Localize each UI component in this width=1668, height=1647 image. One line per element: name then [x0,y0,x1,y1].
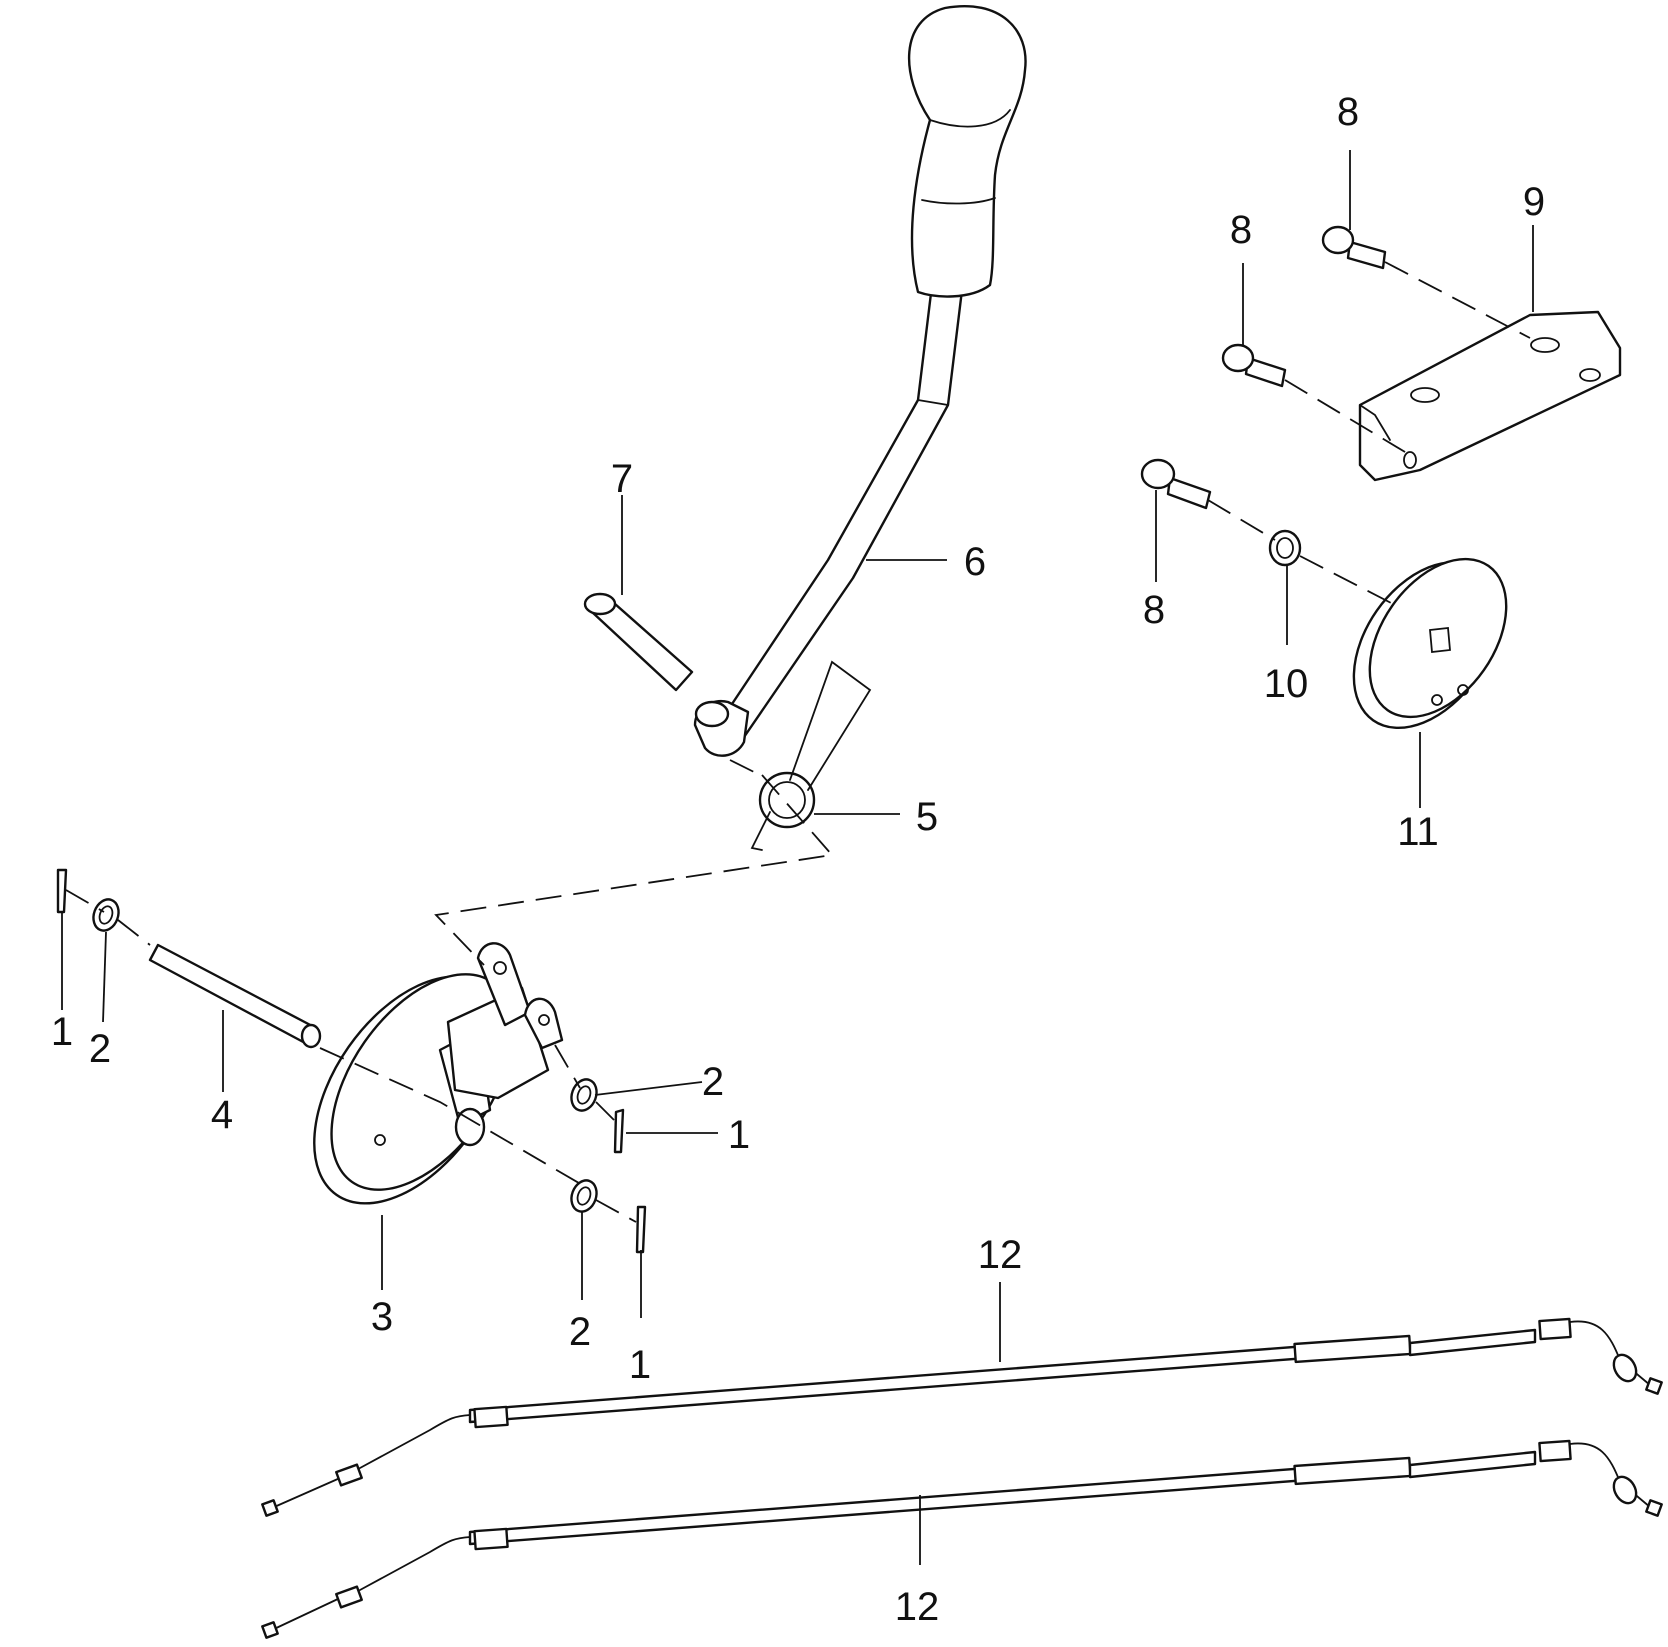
bolt-upper [1321,225,1387,270]
callout-12-top: 12 [978,1233,1023,1277]
callout-2-bottom: 2 [569,1310,591,1354]
control-cable-lower [261,1439,1663,1639]
bolt-lower [1140,458,1212,510]
assembly-lines [65,261,1531,1223]
callout-1-left: 1 [51,1010,73,1054]
pulley-plate [313,942,564,1205]
callout-10: 10 [1264,662,1309,706]
cover-disc [1352,557,1508,730]
washer-upper [1268,529,1302,567]
callout-8-middle: 8 [1230,208,1252,252]
callout-3: 3 [371,1295,393,1339]
shift-lever [693,5,1027,757]
washer-left [92,898,120,932]
callout-5: 5 [916,795,938,839]
callout-8-lower: 8 [1143,588,1165,632]
callout-11: 11 [1397,810,1439,854]
callout-2-right: 2 [702,1060,724,1104]
cotter-pin-right-upper [613,1108,625,1154]
washer-right-upper [570,1078,598,1112]
callout-4: 4 [211,1093,233,1137]
mounting-bracket [1358,310,1622,482]
callout-1-bottom: 1 [629,1343,651,1387]
bolt-middle [1221,343,1287,388]
callout-6: 6 [964,540,986,584]
callout-9: 9 [1523,180,1545,224]
cotter-pin-right-lower [635,1205,647,1254]
pivot-pin [583,592,694,692]
control-cable-upper [261,1317,1663,1517]
torsion-spring [750,660,872,851]
callout-8-top: 8 [1337,90,1359,134]
callout-7: 7 [611,457,633,501]
washer-right-lower [570,1179,598,1213]
leader-lines [61,150,1534,1565]
callout-labels: 1 2 4 3 2 1 2 1 7 6 5 8 9 8 8 10 11 12 1… [51,90,1545,1629]
cotter-pin-left [56,868,68,914]
pivot-shaft [148,943,322,1049]
callout-2-left: 2 [89,1027,111,1071]
callout-12-bottom: 12 [895,1585,940,1629]
callout-1-right: 1 [728,1113,750,1157]
